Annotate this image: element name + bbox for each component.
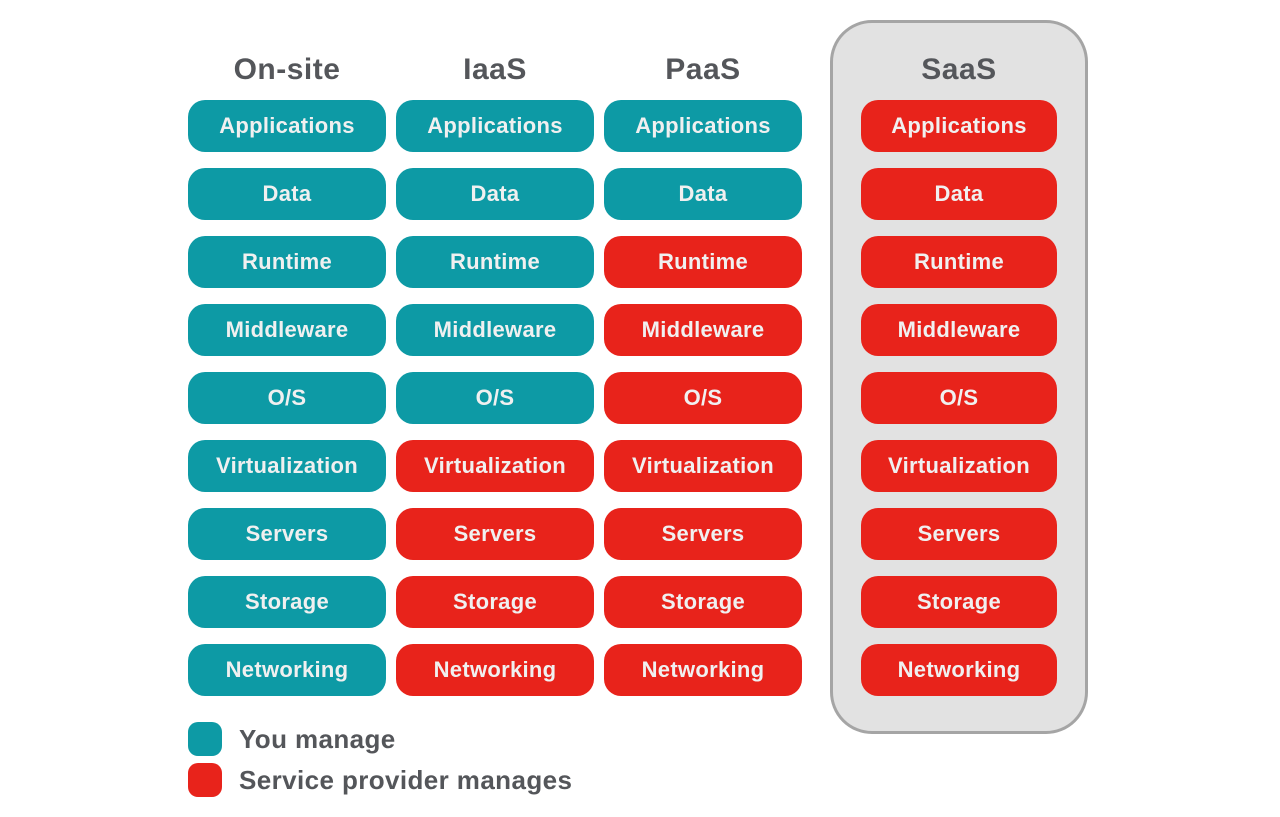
layer-paas-storage: Storage bbox=[604, 576, 802, 628]
layer-iaas-runtime: Runtime bbox=[396, 236, 594, 288]
column-header-paas: PaaS bbox=[665, 53, 741, 86]
column-header-saas: SaaS bbox=[921, 53, 997, 86]
layer-saas-data: Data bbox=[861, 168, 1057, 220]
layer-iaas-middleware: Middleware bbox=[396, 304, 594, 356]
layer-on-site-servers: Servers bbox=[188, 508, 386, 560]
layer-on-site-virtualization: Virtualization bbox=[188, 440, 386, 492]
layer-iaas-applications: Applications bbox=[396, 100, 594, 152]
column-header-iaas: IaaS bbox=[463, 53, 527, 86]
legend: You manage Service provider manages bbox=[188, 722, 572, 804]
provider-manages-swatch-icon bbox=[188, 763, 222, 797]
layer-saas-storage: Storage bbox=[861, 576, 1057, 628]
layer-iaas-o-s: O/S bbox=[396, 372, 594, 424]
layer-saas-middleware: Middleware bbox=[861, 304, 1057, 356]
layer-iaas-data: Data bbox=[396, 168, 594, 220]
layer-saas-o-s: O/S bbox=[861, 372, 1057, 424]
layer-iaas-networking: Networking bbox=[396, 644, 594, 696]
layer-saas-networking: Networking bbox=[861, 644, 1057, 696]
legend-item-you-manage: You manage bbox=[188, 722, 572, 756]
layer-paas-data: Data bbox=[604, 168, 802, 220]
layer-paas-o-s: O/S bbox=[604, 372, 802, 424]
layer-saas-runtime: Runtime bbox=[861, 236, 1057, 288]
layer-on-site-networking: Networking bbox=[188, 644, 386, 696]
layer-on-site-applications: Applications bbox=[188, 100, 386, 152]
layer-on-site-storage: Storage bbox=[188, 576, 386, 628]
layer-paas-servers: Servers bbox=[604, 508, 802, 560]
layer-paas-runtime: Runtime bbox=[604, 236, 802, 288]
layer-paas-networking: Networking bbox=[604, 644, 802, 696]
legend-item-provider-manages: Service provider manages bbox=[188, 763, 572, 797]
layer-on-site-runtime: Runtime bbox=[188, 236, 386, 288]
layer-iaas-servers: Servers bbox=[396, 508, 594, 560]
layer-iaas-virtualization: Virtualization bbox=[396, 440, 594, 492]
layer-paas-applications: Applications bbox=[604, 100, 802, 152]
layer-saas-servers: Servers bbox=[861, 508, 1057, 560]
layer-paas-virtualization: Virtualization bbox=[604, 440, 802, 492]
legend-label-provider-manages: Service provider manages bbox=[239, 764, 573, 795]
legend-label-you-manage: You manage bbox=[239, 723, 396, 754]
column-header-on-site: On-site bbox=[233, 53, 341, 86]
layer-on-site-middleware: Middleware bbox=[188, 304, 386, 356]
layer-saas-applications: Applications bbox=[861, 100, 1057, 152]
layer-saas-virtualization: Virtualization bbox=[861, 440, 1057, 492]
layer-paas-middleware: Middleware bbox=[604, 304, 802, 356]
layer-on-site-data: Data bbox=[188, 168, 386, 220]
you-manage-swatch-icon bbox=[188, 722, 222, 756]
layer-iaas-storage: Storage bbox=[396, 576, 594, 628]
layer-on-site-o-s: O/S bbox=[188, 372, 386, 424]
